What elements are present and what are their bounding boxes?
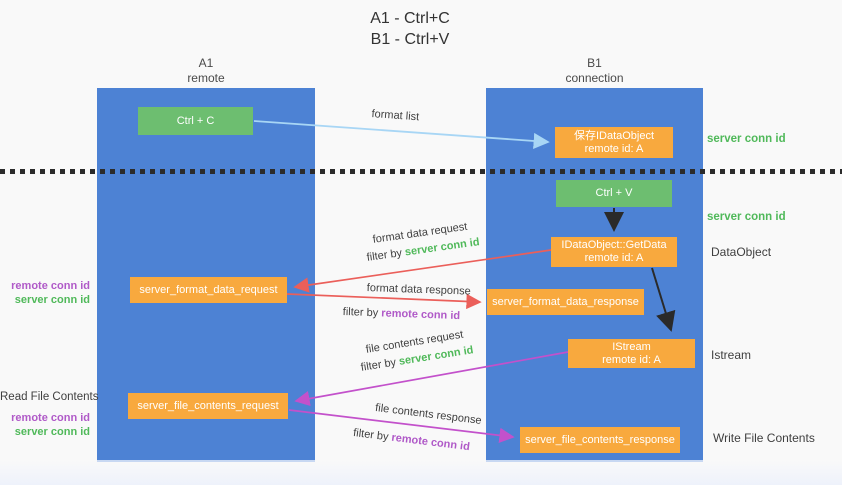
format-data-response-label: format data response: [366, 282, 471, 298]
server-format-data-response-box: server_format_data_response: [487, 289, 644, 315]
file-request-conn-ids: remote conn id server conn id: [0, 411, 90, 439]
filter-by-text: filter by: [360, 355, 400, 374]
ctrl-c-box: Ctrl + C: [138, 107, 253, 135]
ctrl-c-label: Ctrl + C: [176, 114, 215, 127]
server-conn-id-annotation: server conn id: [14, 426, 90, 438]
server-conn-id-annotation-mid: server conn id: [707, 211, 786, 223]
format-request-conn-ids: remote conn id server conn id: [0, 279, 90, 307]
istream-annotation: Istream: [711, 348, 752, 362]
server-file-contents-response-label: server_file_contents_response: [525, 433, 675, 446]
title-line-2: B1 - Ctrl+V: [370, 31, 450, 48]
file-contents-response-label: file contents response: [374, 402, 483, 427]
title-line-1: A1 - Ctrl+C: [370, 10, 450, 27]
lifeline-header-b1: B1 connection: [486, 56, 703, 86]
read-file-contents-annotation: Read File Contents: [0, 391, 99, 403]
server-format-data-request-box: server_format_data_request: [130, 277, 287, 303]
remote-conn-id-annotation: remote conn id: [11, 412, 90, 424]
diagram-title: A1 - Ctrl+C B1 - Ctrl+V: [0, 8, 820, 50]
istream-line2: remote id: A: [602, 353, 661, 366]
server-file-contents-request-label: server_file_contents_request: [137, 399, 279, 412]
filter-by-text: filter by: [352, 427, 393, 444]
filter-by-text: filter by: [342, 306, 382, 320]
ctrl-v-label: Ctrl + V: [595, 187, 633, 199]
remote-conn-id-text: remote conn id: [381, 307, 461, 323]
istream-box: IStream remote id: A: [568, 339, 695, 368]
filter-by-text: filter by: [366, 246, 406, 264]
server-conn-id-annotation-top: server conn id: [707, 133, 786, 145]
getdata-line2: remote id: A: [584, 252, 644, 264]
lifeline-b1-role: connection: [565, 71, 624, 85]
save-dataobject-line1: 保存IDataObject: [573, 129, 655, 142]
write-file-contents-annotation: Write File Contents: [713, 431, 815, 445]
lifeline-header-a1: A1 remote: [97, 56, 315, 86]
server-file-contents-request-box: server_file_contents_request: [128, 393, 288, 419]
save-dataobject-box: 保存IDataObject remote id: A: [555, 127, 673, 158]
lifeline-a1-role: remote: [187, 71, 225, 85]
save-dataobject-line2: remote id: A: [584, 142, 644, 155]
server-format-data-response-label: server_format_data_response: [492, 295, 639, 308]
getdata-box: IDataObject::GetData remote id: A: [551, 237, 677, 267]
server-conn-id-annotation: server conn id: [14, 294, 90, 306]
remote-conn-id-annotation: remote conn id: [11, 280, 90, 292]
lifeline-b1-name: B1: [587, 56, 602, 70]
format-list-label: format list: [371, 108, 420, 124]
ctrl-v-box: Ctrl + V: [556, 180, 672, 207]
format-data-response-filter-label: filter by remote conn id: [343, 306, 461, 322]
file-contents-response-filter-label: filter by remote conn id: [353, 427, 471, 453]
lifeline-a1-name: A1: [198, 56, 214, 70]
machine-boundary-dotted-line: [0, 169, 842, 174]
remote-conn-id-text: remote conn id: [390, 431, 471, 454]
dataobject-annotation: DataObject: [711, 245, 772, 259]
server-format-data-request-label: server_format_data_request: [139, 283, 278, 296]
istream-line1: IStream: [612, 340, 651, 353]
server-file-contents-response-box: server_file_contents_response: [520, 427, 680, 453]
getdata-line1: IDataObject::GetData: [561, 239, 667, 251]
